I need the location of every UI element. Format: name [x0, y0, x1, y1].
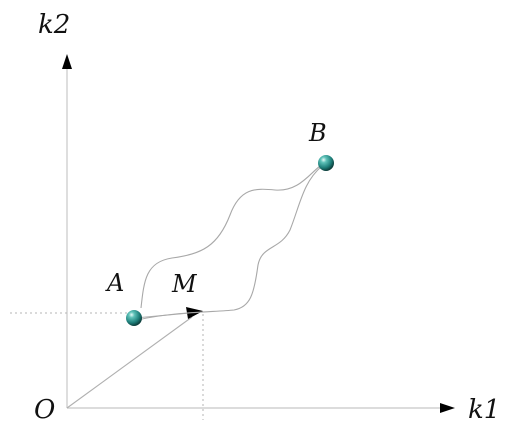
lower-path-a-to-b	[137, 165, 323, 321]
point-b-label: B	[308, 119, 327, 147]
origin-label: O	[34, 395, 55, 423]
point-b	[318, 155, 334, 171]
point-a	[126, 310, 142, 326]
x-axis-arrow-icon	[440, 403, 455, 413]
y-axis-arrow-icon	[62, 54, 72, 69]
y-axis-label: k2	[38, 10, 70, 40]
point-a-label: A	[105, 269, 124, 297]
upper-path-a-to-b	[140, 162, 325, 309]
origin-to-m-vector	[66, 316, 193, 409]
x-axis-label: k1	[468, 395, 500, 423]
point-m-label: M	[171, 270, 198, 298]
